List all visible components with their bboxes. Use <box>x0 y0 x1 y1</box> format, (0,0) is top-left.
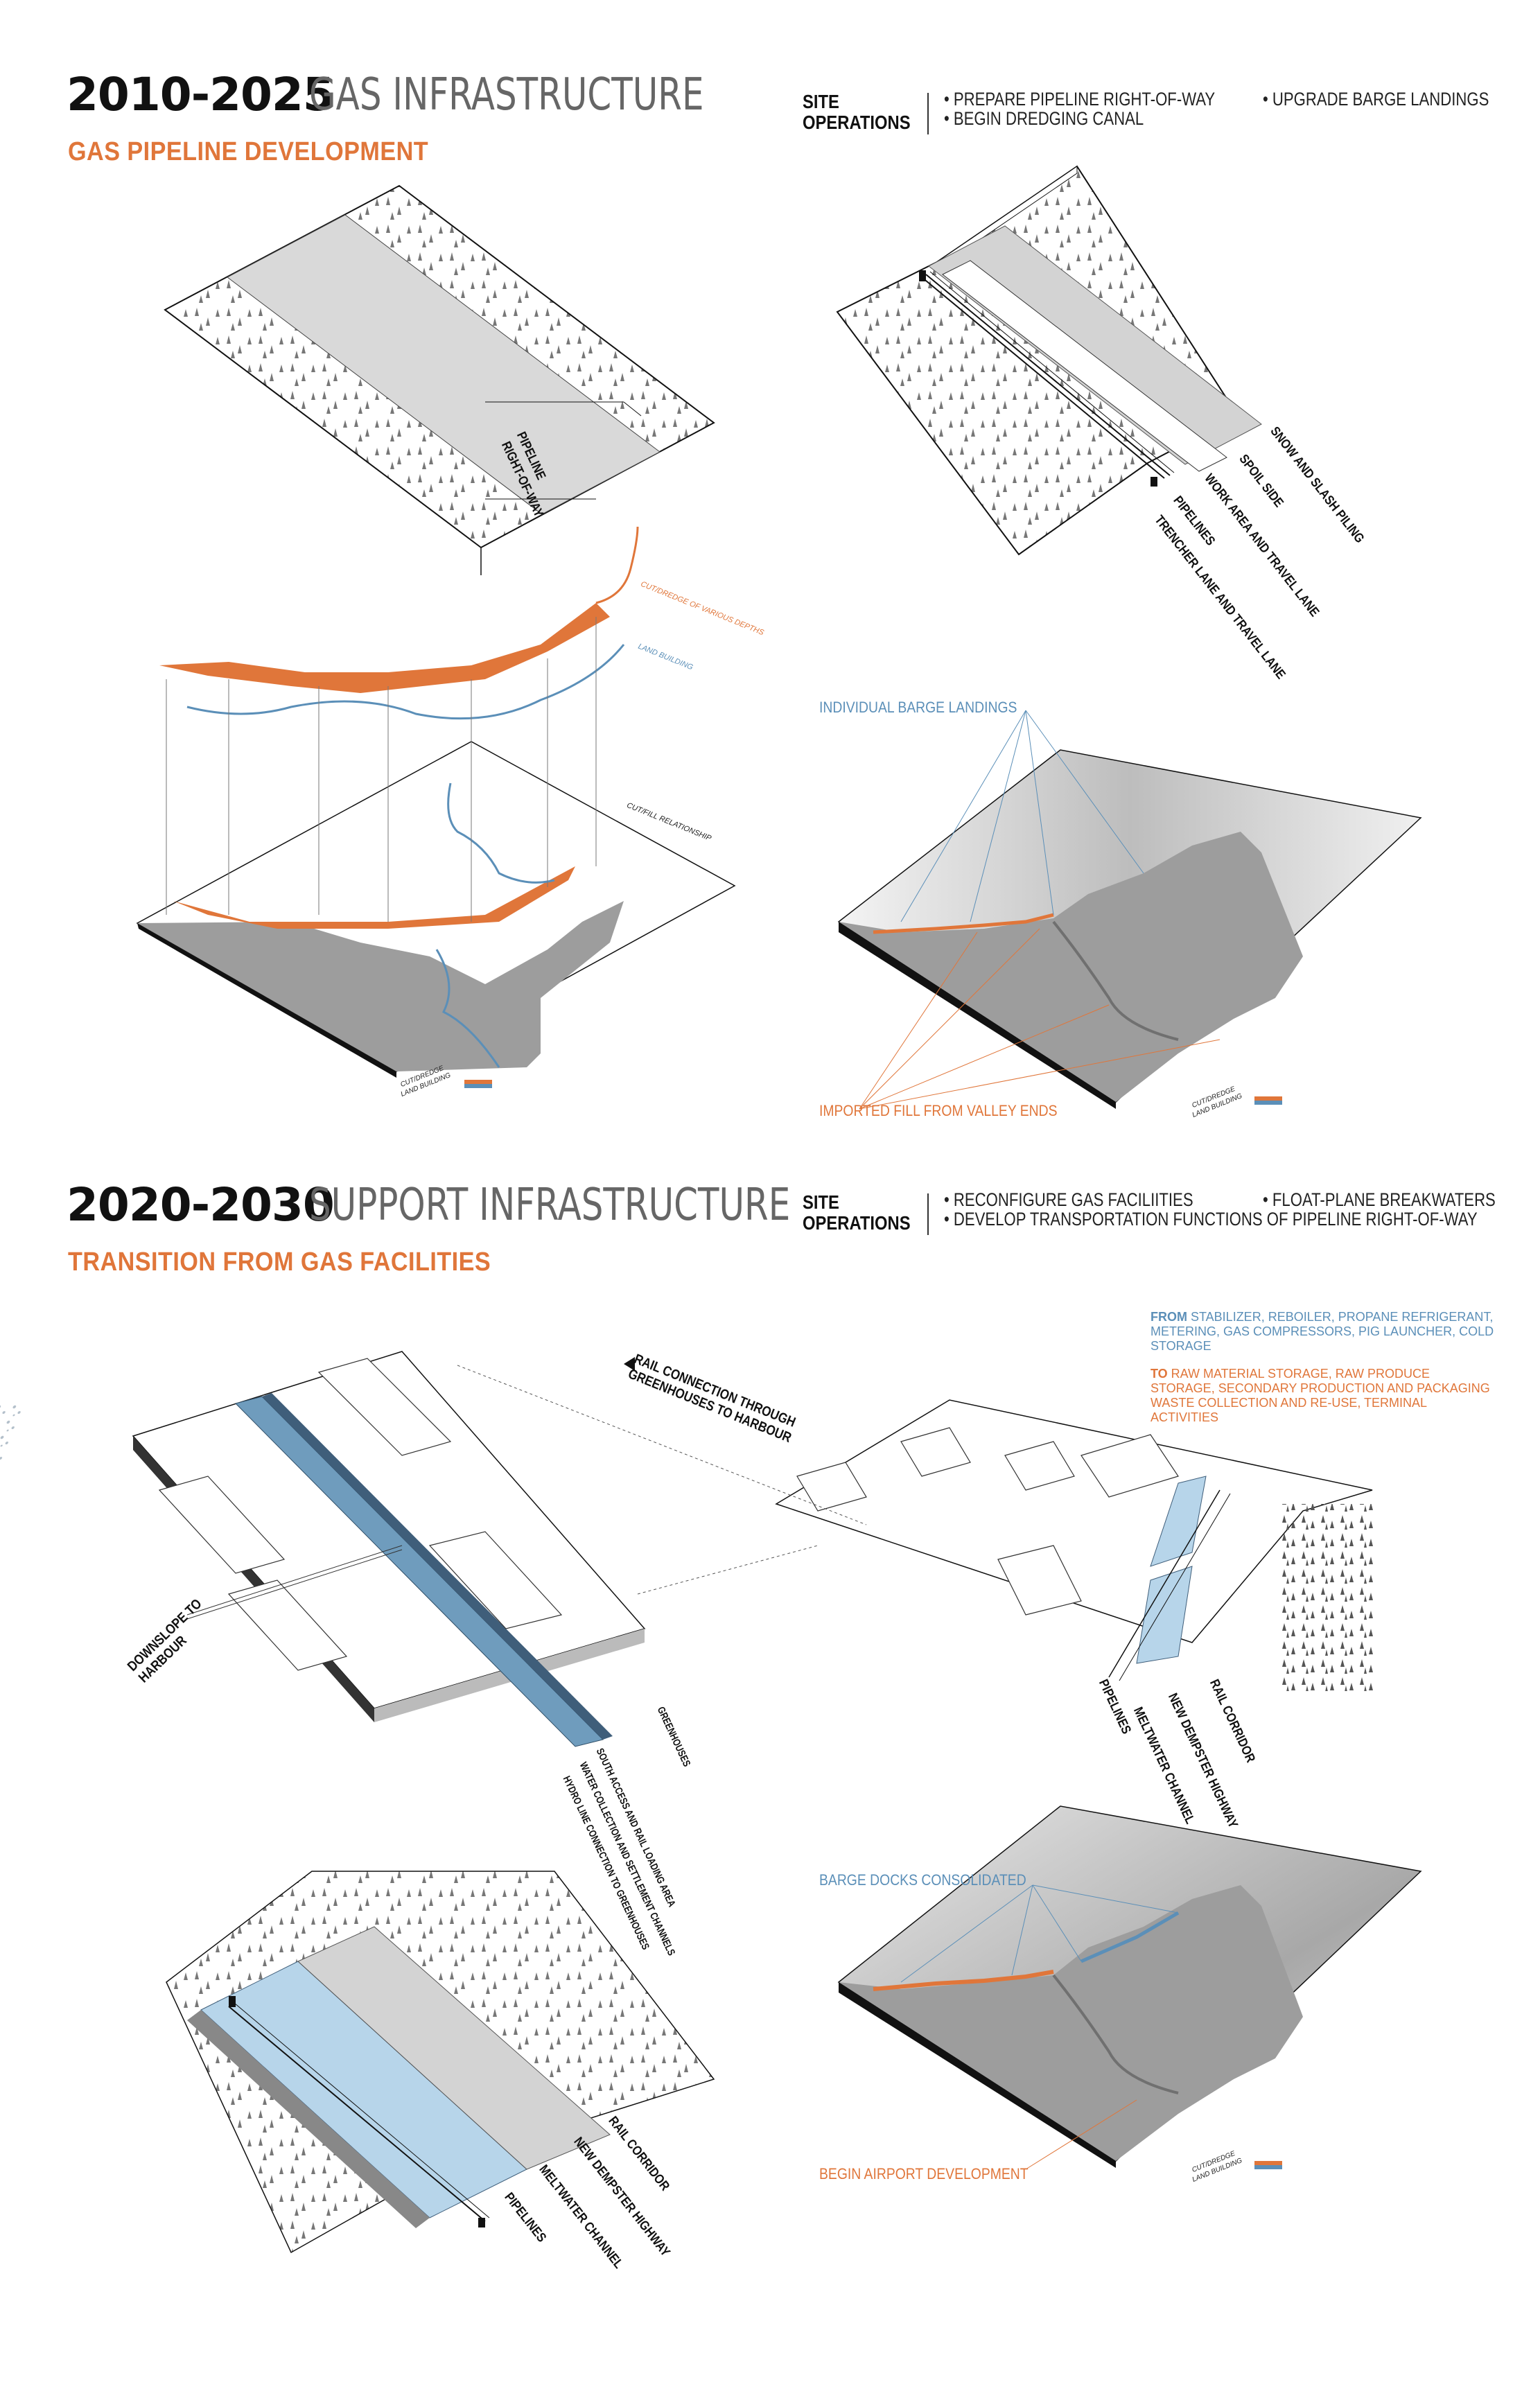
note-to-key: TO <box>1150 1367 1168 1381</box>
section1-subtitle: GAS PIPELINE DEVELOPMENT <box>68 137 429 166</box>
ops-label-line1: SITE <box>803 91 839 112</box>
callout-barge-docks: BARGE DOCKS CONSOLIDATED <box>819 1871 1026 1889</box>
note-to-text: RAW MATERIAL STORAGE, RAW PRODUCE STORAG… <box>1150 1367 1490 1424</box>
callout-imported-fill: IMPORTED FILL FROM VALLEY ENDS <box>819 1102 1058 1119</box>
note-from: FROM STABILIZER, REBOILER, PROPANE REFRI… <box>1150 1310 1497 1354</box>
ops2-item-3: • FLOAT-PLANE BREAKWATERS <box>1263 1189 1496 1210</box>
section1-title: GAS INFRASTRUCTURE <box>309 69 704 121</box>
section1-year: 2010-2025 <box>67 68 335 121</box>
ops-item-3: • UPGRADE BARGE LANDINGS <box>1263 89 1489 110</box>
ops-item-1: • PREPARE PIPELINE RIGHT-OF-WAY <box>944 89 1216 110</box>
ops2-divider <box>927 1193 929 1235</box>
rightofway-plane <box>164 184 715 575</box>
trench-plane <box>836 165 1262 556</box>
section2-title: SUPPORT INFRASTRUCTURE <box>309 1180 791 1231</box>
note-to: TO RAW MATERIAL STORAGE, RAW PRODUCE STO… <box>1150 1367 1497 1425</box>
valley-barges <box>837 710 1422 1110</box>
ops-label-line2: OPERATIONS <box>803 112 911 133</box>
section2-year: 2020-2030 <box>67 1178 335 1232</box>
ops2-label-line2: OPERATIONS <box>803 1212 911 1234</box>
section1-ops-label: SITE OPERATIONS <box>803 91 911 133</box>
note-from-key: FROM <box>1150 1310 1187 1324</box>
ops-divider <box>927 93 929 134</box>
callout-barge-landings: INDIVIDUAL BARGE LANDINGS <box>819 699 1017 716</box>
valley-airport <box>837 1805 1422 2170</box>
section2-ops-label: SITE OPERATIONS <box>803 1192 911 1234</box>
ops2-label-line1: SITE <box>803 1191 839 1213</box>
corridor-plane <box>166 1871 715 2254</box>
ops-item-2: • BEGIN DREDGING CANAL <box>944 108 1144 129</box>
ops2-item-1: • RECONFIGURE GAS FACILIITIES <box>944 1189 1193 1210</box>
callout-airport: BEGIN AIRPORT DEVELOPMENT <box>819 2165 1029 2182</box>
ops2-item-2: • DEVELOP TRANSPORTATION FUNCTIONS OF PI… <box>944 1209 1478 1229</box>
section2-subtitle: TRANSITION FROM GAS FACILITIES <box>68 1248 491 1277</box>
facility-plan <box>457 1357 1379 1691</box>
greenhouse-plan <box>0 1351 646 1747</box>
note-from-text: STABILIZER, REBOILER, PROPANE REFRIGERAN… <box>1150 1310 1494 1353</box>
cutfill-layers <box>136 526 736 1088</box>
